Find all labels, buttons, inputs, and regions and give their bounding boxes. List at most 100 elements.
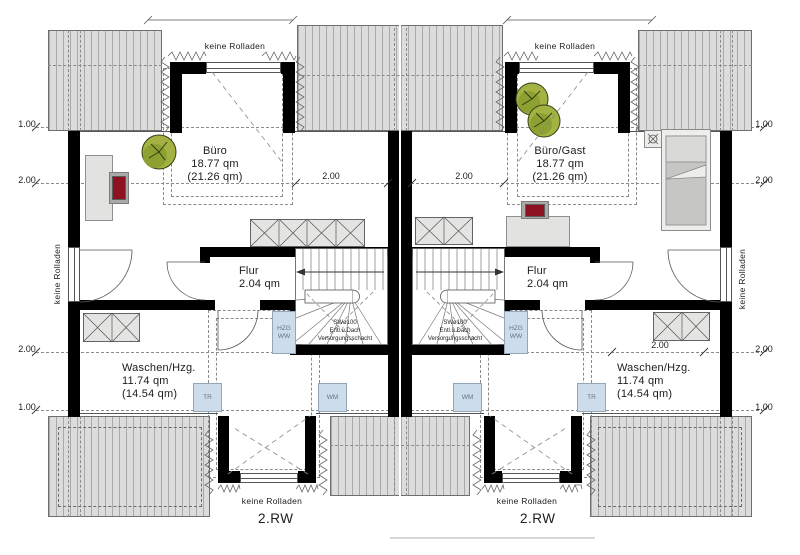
insulation-zigzag (318, 429, 328, 496)
gable-projection-dash (732, 416, 733, 517)
exterior-wall (720, 131, 732, 247)
heating-label: HZG (277, 324, 291, 332)
room-label-hall-right: Flur 2.04 qm (527, 265, 587, 291)
plant-symbol (141, 134, 177, 170)
knee-wall-line (80, 131, 172, 132)
room-name: Büro (202, 145, 228, 157)
keine-rolladen-label-vertical: keine Rolladen (52, 243, 62, 305)
gable-projection-dash (720, 30, 721, 131)
roof-height-line-2m-bottom (36, 352, 764, 353)
dryer-label: TR (587, 393, 596, 401)
dormer-window (502, 473, 560, 483)
chair-cushion (525, 204, 545, 217)
roof-height-line-2m-top (36, 183, 764, 184)
dryer-box: TR (193, 383, 222, 412)
dormer-wall (298, 471, 316, 483)
hot-water-label: WW (277, 332, 291, 340)
stair-note-line2: Entl.ü.Dach (329, 328, 360, 334)
stair-wall (410, 345, 510, 355)
stair-note-line3: Versorgungsschacht (428, 336, 483, 342)
wardrobe (249, 218, 366, 248)
staircase: SWø100 Entl.ü.Dach Versorgungsschacht (295, 248, 388, 345)
dormer-cheek-wall (618, 62, 630, 133)
dormer-window (519, 62, 594, 73)
insulation-zigzag (559, 483, 583, 494)
insulation-zigzag (295, 56, 305, 133)
dim-label: 2.00 (18, 344, 36, 354)
roof-ridge-dash (297, 75, 494, 76)
staircase: SWø100 Entl.ü.Dach Versorgungsschacht (412, 248, 505, 345)
insulation-zigzag (503, 51, 539, 61)
dormer-cheek-wall (571, 416, 582, 483)
gable-projection-dash (720, 416, 721, 517)
washer-label: WM (326, 393, 339, 401)
party-wall (388, 131, 399, 417)
insulation-zigzag (160, 56, 170, 133)
room-label-office-left: Büro 18.77 qm (21.26 qm) (160, 145, 270, 184)
gable-projection-dash (732, 30, 733, 131)
washer-box: WM (318, 383, 347, 412)
roof-inset-dash (598, 427, 742, 507)
bed (661, 129, 711, 231)
dim-label: 2.00 (755, 344, 773, 354)
gable-projection-dash (68, 416, 69, 517)
lamp-symbol (644, 130, 662, 148)
room-name: Waschen/Hzg. (617, 362, 691, 374)
knee-wall-line (410, 413, 484, 414)
stair-note-line2: Entl.ü.Dach (439, 328, 470, 334)
stair-wall (290, 345, 390, 355)
wardrobe (414, 216, 474, 246)
insulation-zigzag (593, 51, 633, 61)
room-area: 11.74 qm (122, 375, 169, 387)
stair-note-line1: SWø100 (443, 320, 467, 326)
roof-ridge-dash (638, 65, 752, 66)
party-wall-projection-dash (394, 416, 395, 496)
second-escape-route-label: 2.RW (520, 511, 556, 526)
dormer-window (240, 473, 298, 483)
dormer-cheek-wall (484, 416, 495, 483)
dormer-wall (484, 471, 502, 483)
gable-window (68, 247, 80, 302)
room-area-sloped: (14.54 qm) (122, 388, 178, 400)
insulation-zigzag (472, 429, 482, 496)
roof-inset-dash (58, 427, 202, 507)
roof-top-left (48, 30, 162, 131)
interior-wall (590, 257, 600, 263)
insulation-zigzag (630, 56, 640, 133)
party-wall-projection-dash (406, 416, 407, 496)
room-area-sloped: (14.54 qm) (617, 388, 673, 400)
dryer-box: TR (577, 383, 606, 412)
knee-wall-line (80, 413, 218, 414)
second-escape-route-label: 2.RW (258, 511, 294, 526)
room-area: 18.77 qm (536, 158, 584, 170)
exterior-wall (68, 302, 80, 417)
dormer-cheek-wall (170, 62, 182, 133)
room-label-utility-right: Waschen/Hzg. 11.74 qm (14.54 qm) (617, 362, 722, 401)
roof-top-mid-left (297, 25, 400, 131)
dim-label: 1.00 (755, 402, 773, 412)
dim-label: 2.00 (651, 340, 669, 350)
party-wall-projection-dash (394, 28, 395, 131)
interior-wall (80, 300, 215, 310)
hot-water-label: WW (509, 332, 523, 340)
dormer-wall (218, 471, 240, 483)
stair-note-line3: Versorgungsschacht (318, 336, 373, 342)
dim-label: 1.00 (18, 119, 36, 129)
insulation-zigzag (495, 56, 505, 133)
room-label-utility-left: Waschen/Hzg. 11.74 qm (14.54 qm) (122, 362, 227, 401)
interior-wall (412, 247, 600, 257)
room-name: Flur (239, 265, 259, 277)
desk (506, 216, 570, 247)
insulation-zigzag (295, 483, 319, 494)
interior-wall (498, 300, 540, 310)
dim-label: 1.00 (18, 402, 36, 412)
keine-rolladen-label: keine Rolladen (534, 41, 596, 51)
room-area: 11.74 qm (617, 375, 664, 387)
dim-label: 1.00 (755, 119, 773, 129)
wardrobe (652, 311, 711, 342)
room-name: Flur (527, 265, 547, 277)
roof-ridge-dash (48, 65, 162, 66)
